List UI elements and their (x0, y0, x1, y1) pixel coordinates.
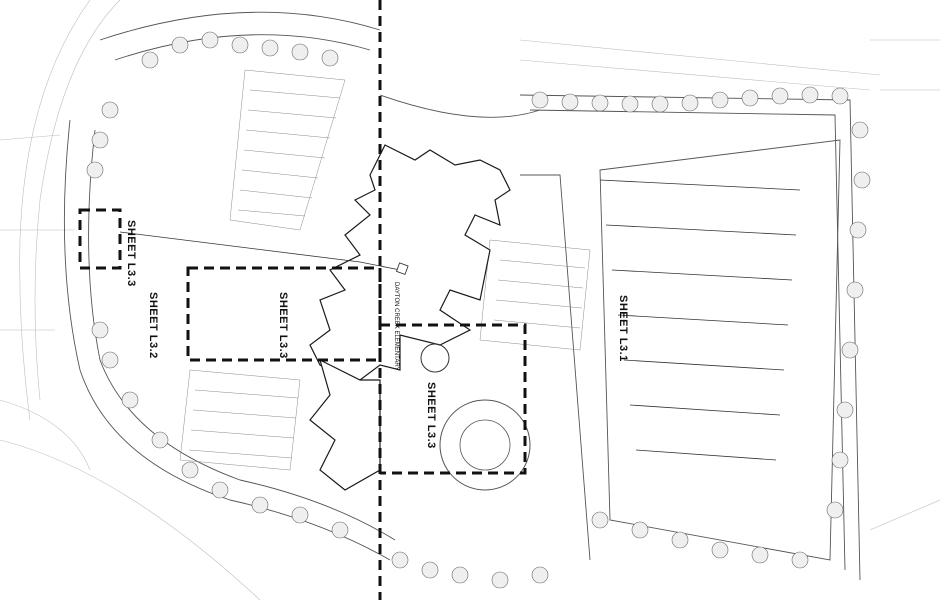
tree-symbol (291, 506, 309, 524)
light-pole-row (635, 449, 777, 461)
tree-symbols (86, 31, 871, 589)
tree-symbol (841, 341, 859, 359)
tree-symbol (451, 566, 469, 584)
building-name-label: DAYTON CREEK ELEMENTARY (393, 282, 399, 371)
sheet-label-l3-1: SHEET L3.1 (617, 295, 629, 362)
tree-symbol (151, 431, 169, 449)
roundabout-inner (459, 419, 511, 471)
light-pole-row (605, 224, 797, 236)
light-pole-grid (599, 179, 801, 461)
parking-stalls-east (479, 239, 591, 351)
light-pole-row (629, 404, 781, 416)
tree-symbol (91, 131, 109, 149)
tree-symbol (711, 541, 729, 559)
tree-symbol (251, 496, 269, 514)
tree-symbol (561, 93, 579, 111)
tree-symbol (231, 36, 249, 54)
tree-symbol (853, 171, 871, 189)
tree-symbol (86, 161, 104, 179)
tree-symbol (681, 94, 699, 112)
light-pole-row (617, 314, 789, 326)
tree-symbol (751, 546, 769, 564)
tree-symbol (531, 566, 549, 584)
match-line-small-box (78, 208, 122, 270)
plaza-circle (420, 343, 450, 373)
tree-symbol (831, 87, 849, 105)
tree-symbol (591, 511, 609, 529)
roundabout-outer (439, 399, 531, 491)
light-pole-row (611, 269, 793, 281)
tree-symbol (141, 51, 159, 69)
sheet-label-l3-3-west: SHEET L3.3 (277, 292, 289, 359)
sheet-label-l3-3-small: SHEET L3.3 (125, 220, 137, 287)
tree-symbol (651, 95, 669, 113)
tree-symbol (711, 91, 729, 109)
tree-symbol (836, 401, 854, 419)
tree-symbol (331, 521, 349, 539)
tree-symbol (291, 43, 309, 61)
sheet-label-l3-2: SHEET L3.2 (147, 292, 159, 359)
leader-line (119, 231, 401, 271)
parking-stalls-sw (179, 369, 301, 471)
tree-symbol (741, 89, 759, 107)
tree-symbol (261, 39, 279, 57)
tree-symbol (791, 551, 809, 569)
tree-symbol (591, 94, 609, 112)
tree-symbol (771, 87, 789, 105)
tree-symbol (826, 501, 844, 519)
building-south-wing (309, 358, 381, 491)
tree-symbol (171, 36, 189, 54)
tree-symbol (201, 31, 219, 49)
light-pole-row (599, 179, 801, 191)
tree-symbol (531, 91, 549, 109)
leader-marker (396, 262, 409, 275)
tree-symbol (181, 461, 199, 479)
match-line-south-box (380, 323, 527, 475)
tree-symbol (421, 561, 439, 579)
tree-symbol (211, 481, 229, 499)
tree-symbol (851, 121, 869, 139)
tree-symbol (321, 49, 339, 67)
tree-symbol (846, 281, 864, 299)
tree-symbol (671, 531, 689, 549)
tree-symbol (121, 391, 139, 409)
tree-symbol (631, 521, 649, 539)
match-lines (78, 0, 527, 600)
match-line-west-box (186, 266, 382, 362)
tree-symbol (621, 95, 639, 113)
tree-symbol (91, 321, 109, 339)
light-pole-row (623, 359, 785, 371)
tree-symbol (391, 551, 409, 569)
tree-symbol (831, 451, 849, 469)
parking-stalls-nw (229, 69, 346, 231)
tree-symbol (849, 221, 867, 239)
sheet-label-l3-3-south: SHEET L3.3 (425, 382, 437, 449)
building-footprint (309, 144, 511, 381)
tree-symbol (101, 351, 119, 369)
tree-symbol (491, 571, 509, 589)
tree-symbol (101, 101, 119, 119)
tree-symbol (801, 86, 819, 104)
